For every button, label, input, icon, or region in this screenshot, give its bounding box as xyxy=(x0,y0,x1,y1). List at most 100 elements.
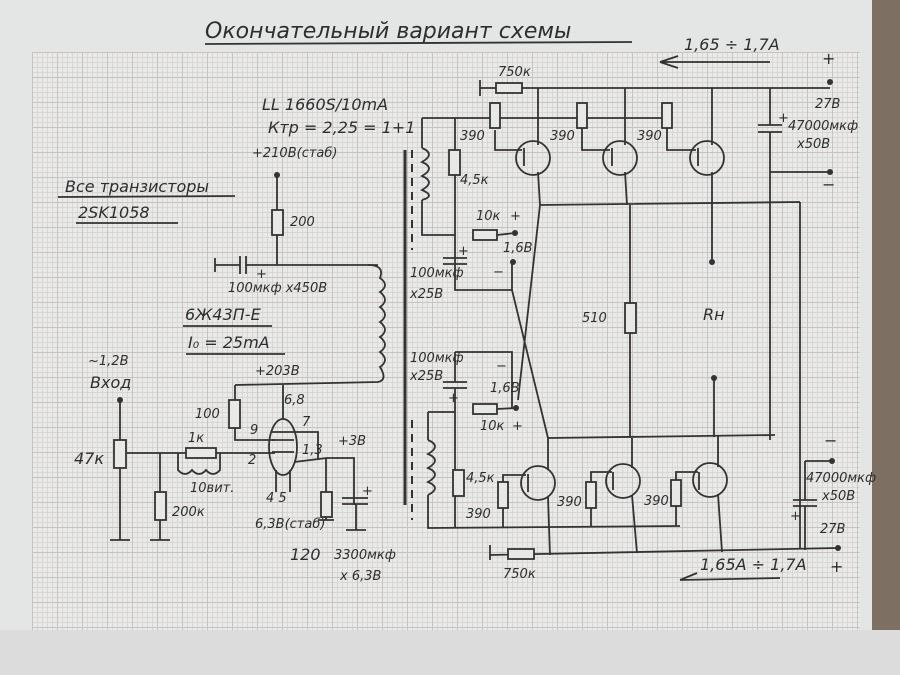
label-plus: + xyxy=(778,111,789,126)
label-r120: 120 xyxy=(290,545,321,564)
coil-10-turns xyxy=(177,453,221,475)
label-r100: 100 xyxy=(195,407,220,422)
resistor-200 xyxy=(271,209,284,236)
resistor-510 xyxy=(624,302,637,334)
note-ratio: Ктр = 2,25 = 1+1 xyxy=(268,118,415,137)
label-cathode-voltage: +3В xyxy=(338,434,366,449)
resistor-4-5k xyxy=(448,149,461,176)
label-plus: + xyxy=(512,419,523,434)
label-c47000: 47000мкф xyxy=(788,119,858,134)
label-r200: 200 xyxy=(290,215,315,230)
label-plus: + xyxy=(458,244,469,259)
label-tube-current: I₀ = 25mA xyxy=(188,333,270,352)
pin-7: 7 xyxy=(302,415,311,430)
label-plus: + xyxy=(790,509,801,524)
minus-terminal-top xyxy=(827,169,833,175)
label-bias: 1,6В xyxy=(503,241,533,256)
potentiometer-47k xyxy=(113,439,127,469)
lower-secondary-coil xyxy=(425,439,436,496)
label-minus: − xyxy=(496,359,507,374)
label-c47000-voltage: х50В xyxy=(796,137,830,152)
title: Окончательный вариант схемы xyxy=(205,19,571,44)
tube-electrodes xyxy=(272,431,355,505)
label-c3300-voltage: х 6,3В xyxy=(339,569,382,584)
label-plus: + xyxy=(510,209,521,224)
label-plus: + xyxy=(830,557,843,576)
pin-6-8: 6,8 xyxy=(284,393,305,408)
label-minus: − xyxy=(822,175,835,194)
label-c3300: 3300мкф xyxy=(334,548,396,563)
label-10k: 10к xyxy=(476,209,501,224)
mosfet-top-2 xyxy=(576,88,638,206)
label-750k-bottom: 750к xyxy=(503,567,536,582)
mosfet-bottom-1 xyxy=(497,438,556,556)
label-27v-bottom: 27В xyxy=(820,522,846,537)
label-tube: 6Ж43П-Е xyxy=(185,305,262,324)
label-anode-voltage: +203В xyxy=(255,364,300,379)
label-heater: 6,3В(стаб) xyxy=(255,517,325,532)
resistor-10k-bottom xyxy=(472,403,498,415)
label-390: 390 xyxy=(460,129,485,144)
current-arrow-bottom xyxy=(679,572,781,581)
wire xyxy=(496,232,516,236)
pin-4-5: 4 5 xyxy=(266,491,287,506)
label-r200k: 200к xyxy=(172,505,205,520)
source-bus-top xyxy=(539,201,801,548)
label-minus: − xyxy=(493,265,504,280)
label-c100: 100мкф xyxy=(410,266,464,281)
label-390: 390 xyxy=(466,507,491,522)
resistor-1k xyxy=(185,447,217,459)
resistor-100 xyxy=(228,399,241,429)
resistor-750k-bottom xyxy=(507,548,535,560)
drain-bus-bottom xyxy=(547,434,776,439)
wire xyxy=(421,117,670,291)
plus-27v-terminal-bottom xyxy=(835,545,841,551)
pin-1-3: 1,3 xyxy=(302,443,323,458)
current-top: 1,65 ÷ 1,7A xyxy=(684,35,780,54)
wire xyxy=(511,204,715,439)
title-underline xyxy=(204,41,633,45)
label-c100-bottom: 100мкф xyxy=(410,351,464,366)
resistor-10k xyxy=(472,229,498,241)
paper-underneath xyxy=(0,630,900,675)
label-27v: 27В xyxy=(815,97,841,112)
label-c47000-voltage-bottom: х50В xyxy=(821,489,855,504)
pin-2: 2 xyxy=(248,453,256,468)
label-510: 510 xyxy=(582,311,607,326)
load-terminal-bottom xyxy=(711,375,717,381)
load-terminal-top xyxy=(709,259,715,265)
bias-terminal-bottom xyxy=(513,405,519,411)
label-390: 390 xyxy=(637,129,662,144)
supply-210: +210В(стаб) xyxy=(252,146,337,161)
label-input-level: ~1,2В xyxy=(88,354,129,369)
label-load: Rн xyxy=(703,305,725,324)
label-750k: 750к xyxy=(498,65,531,80)
top-rail xyxy=(479,80,830,96)
label-bias-bottom: 1,6В xyxy=(490,381,520,396)
mosfet-top-1 xyxy=(489,88,551,206)
label-10k-bottom: 10к xyxy=(480,419,505,434)
label-4-5k-bottom: 4,5к xyxy=(466,471,495,486)
label-pot: 47к xyxy=(74,449,104,468)
note-all-transistors: Все транзисторы xyxy=(65,177,209,196)
label-plus: + xyxy=(362,484,373,499)
heater-leads xyxy=(275,470,291,492)
label-4-5k: 4,5к xyxy=(460,173,489,188)
capacitor-100uf-450v xyxy=(214,256,378,274)
plus-27v-terminal xyxy=(827,79,833,85)
resistor-120 xyxy=(320,491,333,518)
label-plus: + xyxy=(448,391,459,406)
label-c-anode: 100мкф х450В xyxy=(228,281,327,296)
wire xyxy=(496,407,517,410)
label-c100-voltage: х25В xyxy=(409,287,443,302)
label-coil: 10вит. xyxy=(190,481,234,496)
note-transformer: LL 1660S/10mA xyxy=(262,95,388,114)
capacitor-100uf xyxy=(443,257,467,265)
underline xyxy=(57,195,236,198)
mosfet-bottom-2 xyxy=(585,438,641,554)
label-c47000-bottom: 47000мкф xyxy=(806,471,876,486)
capacitor-47000uf-top xyxy=(758,88,830,440)
mosfet-bottom-3 xyxy=(670,435,728,553)
label-390: 390 xyxy=(557,495,582,510)
